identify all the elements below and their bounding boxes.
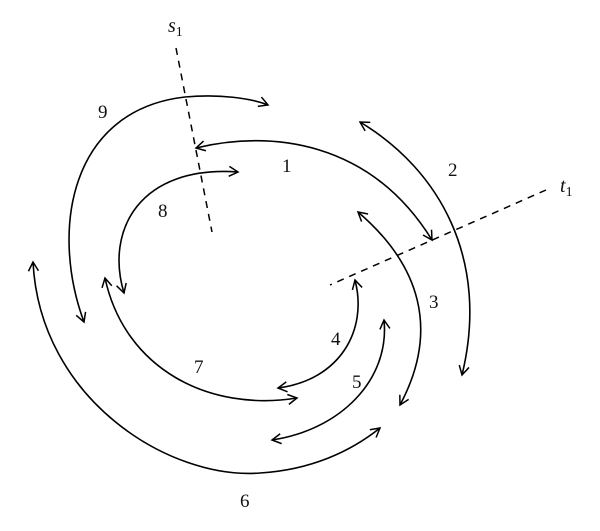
s1-axis-label: s1 [168, 15, 183, 40]
arc-1 [194, 140, 433, 242]
arc-label-8: 8 [158, 201, 168, 222]
arc-7 [101, 276, 299, 405]
arc-label-7: 7 [194, 357, 204, 378]
t1-axis-label: t1 [560, 175, 573, 200]
arc-label-3: 3 [429, 292, 439, 313]
arc-4 [276, 278, 363, 393]
arc-2 [358, 121, 471, 377]
arc-8 [116, 165, 240, 295]
s1-axis-line [175, 47, 213, 233]
arc-3 [356, 210, 422, 407]
arc-label-5: 5 [352, 372, 362, 393]
t1-axis-line [329, 189, 547, 286]
arc-label-6: 6 [240, 491, 250, 512]
arc-6 [27, 260, 382, 475]
arc-label-4: 4 [331, 329, 341, 350]
arc-label-2: 2 [448, 160, 458, 181]
arc-label-9: 9 [98, 102, 108, 123]
arc-9 [68, 95, 270, 324]
arc-5 [270, 318, 391, 445]
arc-label-1: 1 [282, 156, 292, 177]
